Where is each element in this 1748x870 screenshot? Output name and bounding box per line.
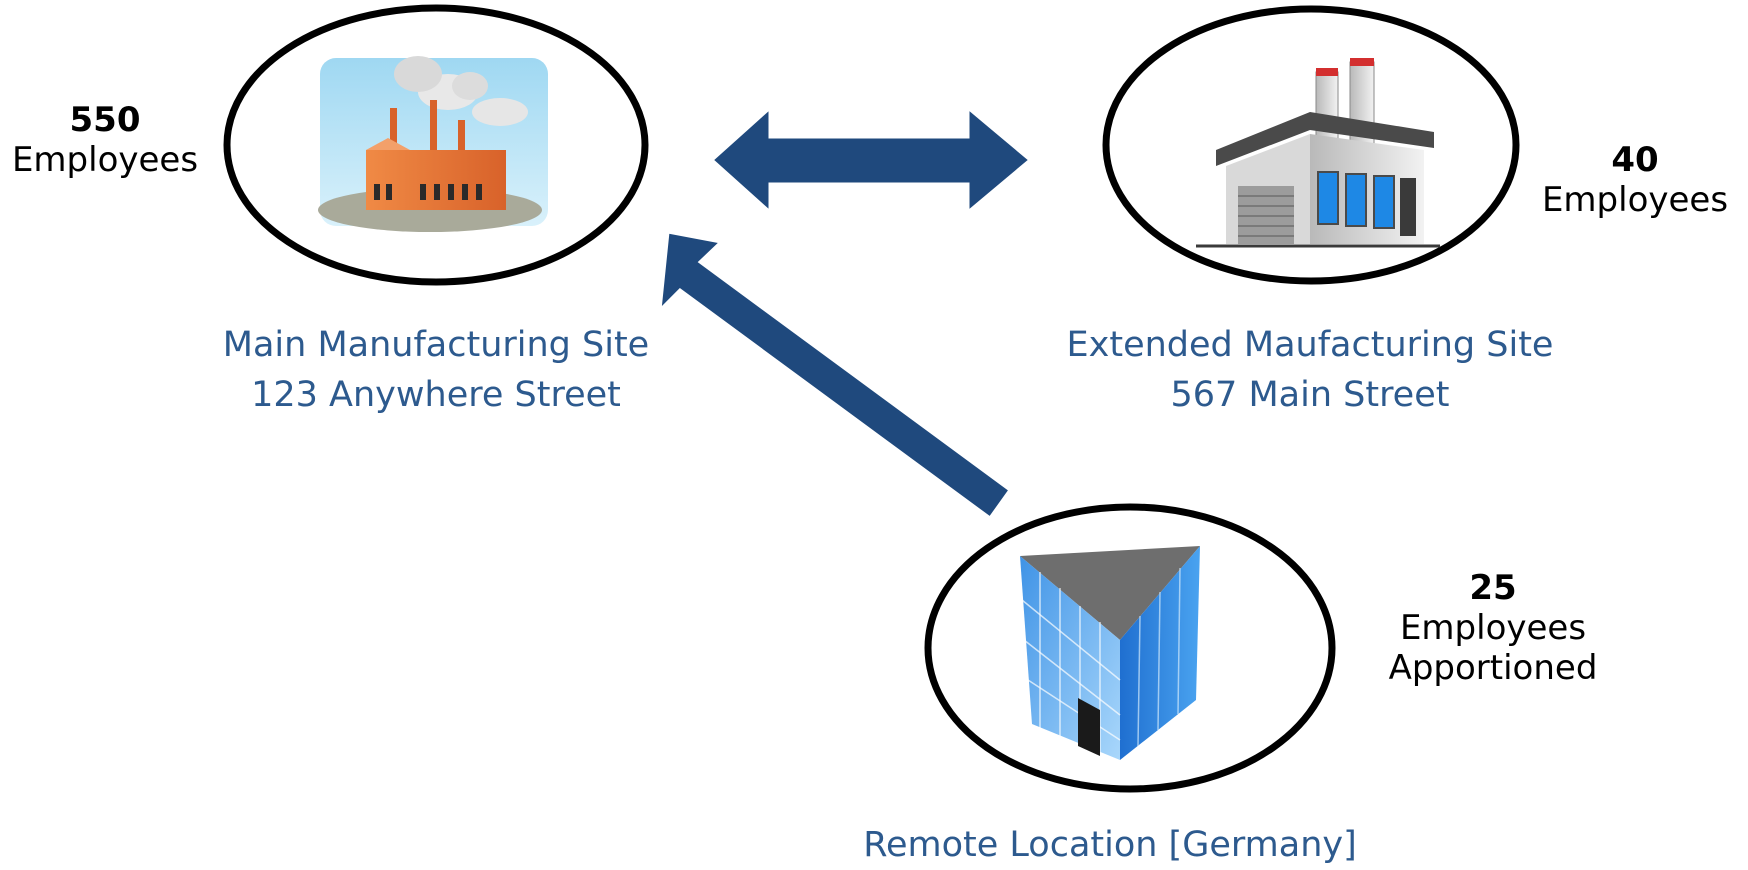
- main-site-address: 123 Anywhere Street: [251, 375, 621, 415]
- bidirectional-arrow: [709, 104, 1033, 216]
- main-employee-number: 550: [69, 100, 141, 140]
- extended-employee-number: 40: [1611, 140, 1659, 180]
- remote-site-name: Remote Location [Germany]: [863, 825, 1357, 865]
- factory-icon: [318, 56, 548, 232]
- main-site-name: Main Manufacturing Site: [222, 325, 650, 365]
- remote-employee-label: Employees: [1399, 608, 1587, 648]
- extended-employee-label: Employees: [1541, 180, 1729, 220]
- remote-employee-note: Apportioned: [1388, 648, 1598, 688]
- remote-site-label: Remote Location [Germany]: [850, 820, 1370, 870]
- remote-employee-number: 25: [1469, 568, 1517, 608]
- extended-site-employee-count: 40 Employees: [1530, 140, 1740, 220]
- remote-site-employee-count: 25 Employees Apportioned: [1378, 568, 1608, 688]
- main-employee-label: Employees: [11, 140, 199, 180]
- extended-site-name: Extended Maufacturing Site: [1066, 325, 1554, 365]
- main-site-employee-count: 550 Employees: [0, 100, 210, 180]
- warehouse-factory-icon: [1196, 58, 1440, 248]
- extended-site-address: 567 Main Street: [1170, 375, 1450, 415]
- office-building-icon: [1020, 546, 1200, 760]
- inbound-arrow: [658, 230, 1013, 521]
- extended-site-label: Extended Maufacturing Site 567 Main Stre…: [1040, 320, 1580, 420]
- main-site-label: Main Manufacturing Site 123 Anywhere Str…: [186, 320, 686, 420]
